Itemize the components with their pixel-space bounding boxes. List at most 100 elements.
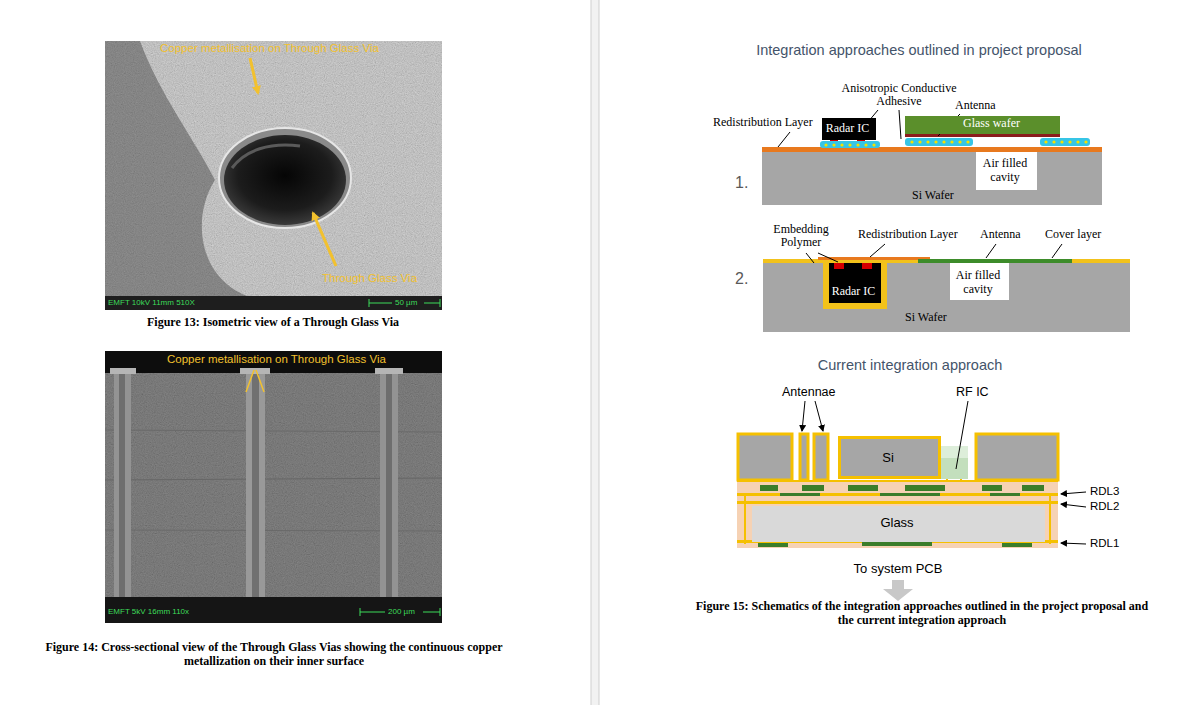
sem-image-isometric <box>424 303 440 304</box>
schematic-current-approach <box>1002 543 1032 547</box>
sem-image-isometric <box>369 303 392 304</box>
sem-image-isometric <box>313 213 336 266</box>
schematic-current-approach <box>990 493 1020 496</box>
schematic-current-approach <box>1049 494 1051 544</box>
part-label: Cover layer <box>1045 228 1101 242</box>
air-cavity: Air filled cavity <box>976 152 1037 190</box>
sem-image-cross-section <box>252 372 259 597</box>
sem-image-isometric <box>224 135 346 225</box>
node-label: Si <box>841 439 935 476</box>
figure-caption: Figure 14: Cross-sectional view of the T… <box>43 641 505 669</box>
air-cavity: Air filled cavity <box>950 263 1009 300</box>
part-label: Antennae <box>782 385 836 399</box>
sem-info: EMFT 5kV 16mm 110x <box>108 607 189 616</box>
glass-core-layer: Glass <box>752 506 1045 542</box>
layer-label: RDL2 <box>1090 500 1119 513</box>
radar-ic-box: Radar IC <box>823 263 887 309</box>
schematic-approach-2 <box>986 244 996 258</box>
schematic-current-approach <box>982 485 1002 491</box>
schematic-approach-1 <box>899 110 901 139</box>
schematic-approach-1 <box>1052 140 1055 143</box>
schematic-approach-1 <box>762 110 1102 152</box>
part-label: Anisotropic Conductive Adhesive <box>834 82 964 108</box>
sem-image-cross-section <box>440 608 441 616</box>
schematic-current-approach <box>744 494 746 544</box>
node-label: Radar IC <box>829 285 878 299</box>
part-label: Redistribution Layer <box>713 116 813 130</box>
schematic-current-approach <box>737 401 1086 601</box>
sem-image-isometric <box>105 41 442 310</box>
schematic-current-approach <box>802 485 824 491</box>
node-label: Air filled cavity <box>950 268 1006 296</box>
part-label: Embedding Polymer <box>766 223 836 249</box>
schematic-current-approach <box>814 434 828 480</box>
node-label: Air filled cavity <box>976 156 1034 184</box>
sem-image: Copper metallisation on Through Glass Vi… <box>105 41 442 310</box>
schematic-current-approach <box>1061 492 1086 494</box>
sem-image-isometric <box>440 299 441 307</box>
sem-image-cross-section <box>240 368 270 374</box>
node-label: Glass wafer <box>963 117 1020 131</box>
contact-pad <box>862 263 872 269</box>
si-wafer-block: Si Wafer Radar IC Air filled cavity <box>763 263 1130 332</box>
approach-number: 2. <box>735 270 748 288</box>
schematic-approach-1 <box>958 140 961 143</box>
sem-image-cross-section <box>105 373 442 597</box>
schematic-approach-1 <box>824 143 827 146</box>
schematic-approach-1 <box>820 141 880 148</box>
schematic-current-approach <box>905 485 945 491</box>
schematic-approach-1 <box>856 143 859 146</box>
schematic-approach-1 <box>918 140 921 143</box>
node-label: Si Wafer <box>905 311 947 325</box>
schematic-current-approach <box>738 434 792 480</box>
image-annotation: Copper metallisation on Through Glass Vi… <box>160 42 379 55</box>
schematic-approach-1 <box>1084 140 1087 143</box>
schematic-approach-1 <box>926 140 929 143</box>
schematic-current-approach <box>737 480 1058 482</box>
sem-image-cross-section <box>360 612 385 613</box>
schematic-approach-1 <box>840 143 843 146</box>
figure-caption: Figure 15: Schematics of the integration… <box>687 600 1157 628</box>
sem-image-cross-section <box>105 597 442 623</box>
sem-image-isometric <box>105 41 442 310</box>
sem-image-cross-section <box>375 368 403 374</box>
schematic-approach-1 <box>942 140 945 143</box>
schematic-approach-1 <box>966 140 969 143</box>
page-divider <box>599 0 600 705</box>
sem-image-isometric <box>232 145 300 168</box>
schematic-approach-1 <box>832 143 835 146</box>
sem-image-cross-section <box>246 370 254 392</box>
figure-caption: Figure 13: Isometric view of a Through G… <box>147 316 399 330</box>
part-label: RF IC <box>956 385 989 399</box>
layer-label: RDL3 <box>1090 485 1119 498</box>
glass-wafer-bar: Glass wafer <box>905 116 1060 134</box>
sem-image-isometric <box>105 41 442 297</box>
schematic-approach-2 <box>870 244 885 257</box>
sem-image-cross-section <box>105 351 442 623</box>
sem-image-cross-section <box>105 351 442 623</box>
image-annotation: Copper metallisation on Through Glass Vi… <box>167 353 386 366</box>
schematic-current-approach <box>880 493 940 496</box>
page-divider <box>591 0 599 705</box>
si-die-block: Si <box>838 436 941 479</box>
schematic-current-approach <box>758 543 788 547</box>
sem-image-isometric <box>105 41 442 297</box>
schematic-approach-1 <box>1044 140 1047 143</box>
schematic-current-approach <box>737 493 1058 496</box>
layer-label: RDL1 <box>1090 537 1119 550</box>
schematic-current-approach <box>940 446 968 458</box>
page-divider <box>591 0 592 705</box>
schematic-approach-1 <box>1076 140 1079 143</box>
schematic-approach-1 <box>910 140 913 143</box>
sem-image-isometric <box>105 296 442 310</box>
sem-image-cross-section <box>380 372 398 597</box>
schematic-current-approach <box>1061 504 1086 507</box>
schematic-current-approach <box>940 446 968 479</box>
radar-ic-box: Radar IC <box>822 118 876 140</box>
schematic-current-approach <box>1061 543 1086 544</box>
schematic-approach-1 <box>778 132 790 147</box>
schematic-current-approach <box>802 401 805 431</box>
schematic-current-approach <box>815 401 823 431</box>
schematic-approach-1 <box>1040 138 1090 146</box>
